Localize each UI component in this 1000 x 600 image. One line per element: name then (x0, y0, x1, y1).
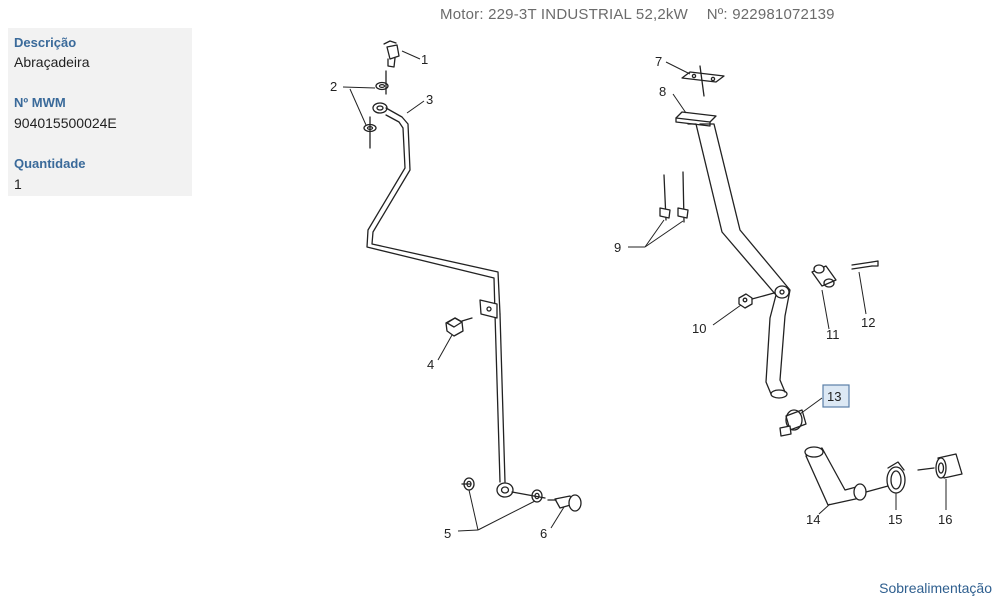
connector-16 (917, 453, 963, 479)
motor-value: 229-3T INDUSTRIAL 52,2kW (488, 6, 688, 23)
part-info-panel: Descrição Abraçadeira Nº MWM 90401550002… (8, 28, 192, 196)
descricao-label: Descrição (14, 35, 77, 50)
callout-6[interactable]: 6 (540, 526, 547, 541)
callout-2[interactable]: 2 (330, 79, 337, 94)
leader-lines (342, 50, 947, 532)
callout-5[interactable]: 5 (444, 526, 451, 541)
callout-15[interactable]: 15 (888, 512, 902, 527)
quantidade-value: 1 (14, 176, 22, 192)
callout-1[interactable]: 1 (421, 52, 428, 67)
hose-clamp-15 (886, 461, 906, 494)
oil-pipe-3 (366, 102, 514, 498)
callout-9[interactable]: 9 (614, 240, 621, 255)
nut-10 (738, 292, 775, 309)
sealing-washers-2 (363, 70, 389, 149)
engine-header: Motor: 229-3T INDUSTRIAL 52,2kW Nº: 9229… (440, 6, 1000, 28)
mwm-value: 904015500024E (14, 115, 117, 131)
callout-numbers: 1 2 3 4 5 6 7 8 9 10 11 12 13 14 15 16 (330, 52, 952, 541)
sealing-washers-5 (461, 477, 546, 503)
descricao-value: Abraçadeira (14, 54, 90, 70)
gasket-7 (681, 65, 725, 97)
number-label: Nº: (706, 6, 728, 23)
callout-13[interactable]: 13 (827, 389, 841, 404)
callout-14[interactable]: 14 (806, 512, 820, 527)
banjo-bolt-6 (547, 494, 582, 512)
sobrealimentacao-link[interactable]: Sobrealimentação (879, 580, 992, 596)
quantidade-label: Quantidade (14, 156, 86, 171)
mwm-label: Nº MWM (14, 95, 66, 110)
callout-16[interactable]: 16 (938, 512, 952, 527)
callout-3[interactable]: 3 (426, 92, 433, 107)
callout-10[interactable]: 10 (692, 321, 706, 336)
callout-13-selected[interactable]: 13 (822, 384, 850, 408)
callout-4[interactable]: 4 (427, 357, 434, 372)
bolt-4 (445, 317, 473, 337)
hose-14 (804, 446, 889, 506)
stud-12 (851, 260, 879, 270)
spacer-11 (811, 264, 837, 288)
callout-8[interactable]: 8 (659, 84, 666, 99)
number-value: 922981072139 (732, 6, 835, 23)
callout-11[interactable]: 11 (826, 327, 840, 342)
callout-12[interactable]: 12 (861, 315, 875, 330)
banjo-bolt-1 (383, 40, 400, 68)
studs-9 (659, 171, 689, 223)
pipe-body-right (687, 123, 791, 399)
clamp-13 (779, 409, 807, 437)
callout-7[interactable]: 7 (655, 54, 662, 69)
motor-label: Motor: (440, 6, 484, 23)
